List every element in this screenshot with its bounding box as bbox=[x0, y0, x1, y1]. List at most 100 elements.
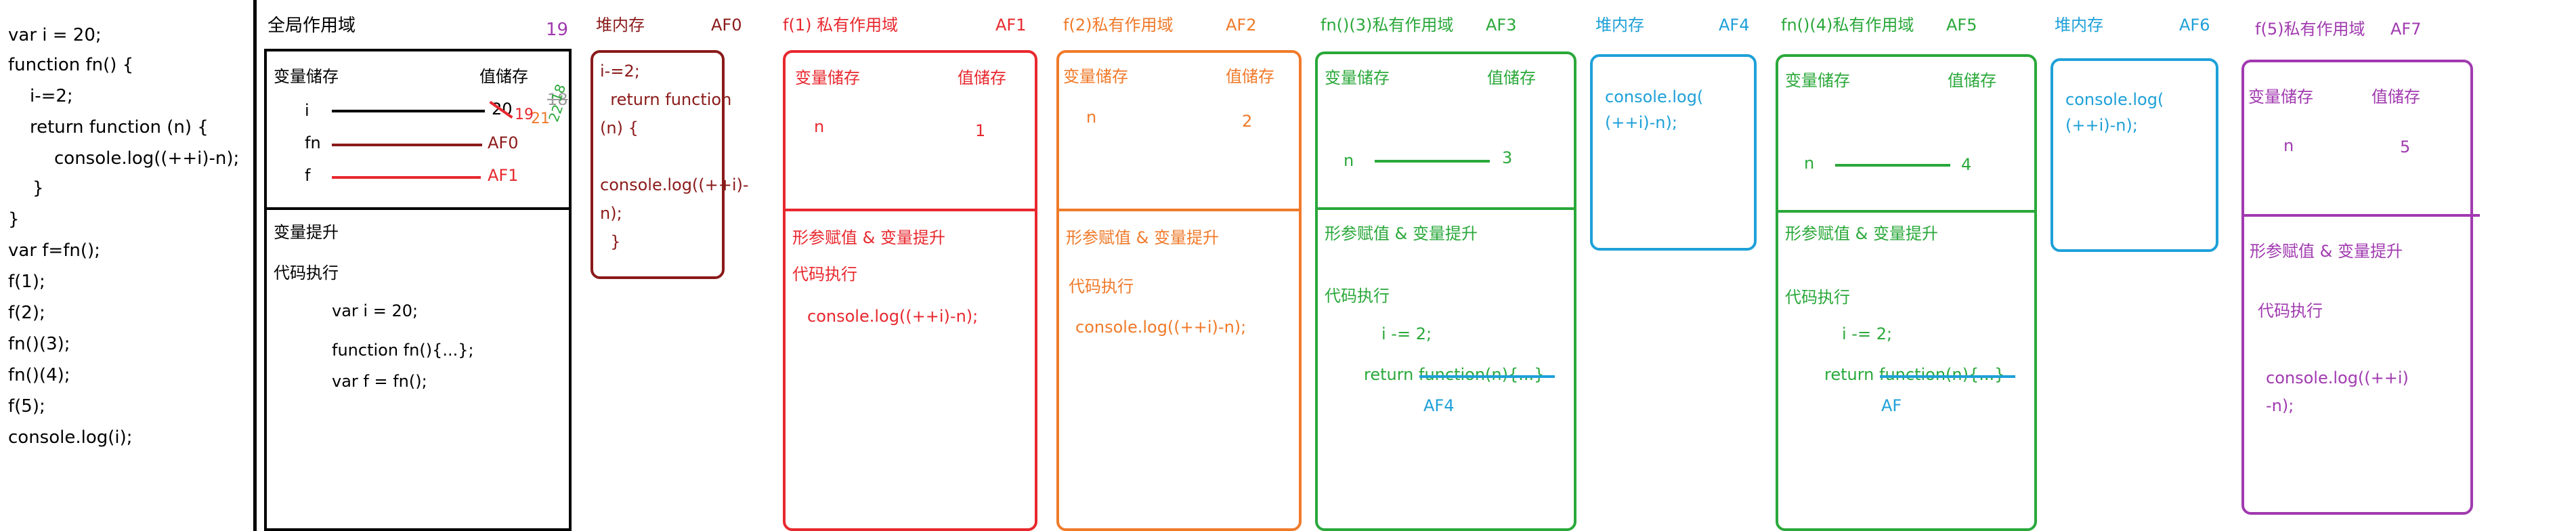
af3-scope-box bbox=[1315, 51, 1576, 531]
af3-hoist: 形参赋值 & 变量提升 bbox=[1325, 224, 1478, 243]
af7-var-store: 变量储存 bbox=[2248, 87, 2313, 106]
code-line: f(5); bbox=[8, 396, 45, 417]
af3-title: fn()(3)私有作用域 bbox=[1321, 16, 1454, 35]
af7-scope-box bbox=[2241, 60, 2473, 515]
af5-value: 4 bbox=[1961, 155, 1972, 174]
global-scope-box bbox=[264, 49, 572, 531]
code-line: f(2); bbox=[8, 303, 45, 323]
af2-divider bbox=[1056, 209, 1302, 211]
af3-strike bbox=[1419, 375, 1555, 378]
af5-var-store: 变量储存 bbox=[1785, 71, 1850, 90]
divider bbox=[253, 0, 257, 531]
code-line: i-=2; bbox=[30, 86, 73, 106]
af6-heap-box bbox=[2051, 58, 2218, 252]
af1-scope-box bbox=[783, 50, 1037, 531]
global-scope-number: 19 bbox=[546, 20, 569, 40]
af3-arrow bbox=[1375, 160, 1490, 163]
af0-label: 堆内存 bbox=[596, 16, 645, 35]
af2-exec: 代码执行 bbox=[1069, 277, 1134, 296]
af4-heap-box bbox=[1590, 54, 1757, 251]
af0-id: AF0 bbox=[711, 16, 742, 35]
af3-id: AF3 bbox=[1486, 16, 1517, 35]
af5-title: fn()(4)私有作用域 bbox=[1781, 16, 1914, 35]
af5-ref: AF bbox=[1881, 396, 1902, 415]
var-f: f bbox=[305, 166, 311, 185]
code-line: var i = 20; bbox=[8, 25, 102, 45]
af3-val-store: 值储存 bbox=[1487, 68, 1536, 87]
af2-var-store: 变量储存 bbox=[1063, 67, 1128, 86]
code-line: console.log(i); bbox=[8, 427, 133, 448]
af3-exec: 代码执行 bbox=[1325, 286, 1390, 305]
var-i: i bbox=[305, 101, 309, 120]
af1-title: f(1) 私有作用域 bbox=[783, 16, 899, 35]
code-line: f(1); bbox=[8, 272, 45, 292]
af7-code: console.log((++i) -n); bbox=[2266, 368, 2409, 415]
code-line: fn()(3); bbox=[8, 334, 70, 354]
af5-val-store: 值储存 bbox=[1948, 71, 1996, 90]
af1-hoist: 形参赋值 & 变量提升 bbox=[792, 228, 945, 247]
af7-id: AF7 bbox=[2390, 20, 2422, 39]
val-store-label: 值储存 bbox=[479, 67, 528, 86]
af2-val-store: 值储存 bbox=[1226, 67, 1274, 86]
af2-title: f(2)私有作用域 bbox=[1063, 16, 1174, 35]
af1-value: 1 bbox=[975, 121, 986, 140]
af5-scope-box bbox=[1776, 54, 2037, 531]
code-line: console.log((++i)-n); bbox=[54, 148, 240, 169]
af2-id: AF2 bbox=[1226, 16, 1257, 35]
af0-heap-box bbox=[591, 50, 725, 279]
arrow-fn bbox=[332, 144, 482, 146]
af4-id: AF4 bbox=[1719, 16, 1750, 35]
af1-id: AF1 bbox=[995, 16, 1027, 35]
af5-exec: 代码执行 bbox=[1785, 288, 1850, 307]
af7-hoist: 形参赋值 & 变量提升 bbox=[2250, 242, 2403, 261]
code-line: function fn() { bbox=[8, 55, 134, 75]
af7-var: n bbox=[2283, 136, 2294, 155]
af2-code: console.log((++i)-n); bbox=[1075, 318, 1247, 337]
exec-label: 代码执行 bbox=[274, 263, 339, 282]
code-line: } bbox=[33, 178, 44, 198]
af1-val-store: 值储存 bbox=[958, 68, 1006, 87]
af5-divider bbox=[1776, 210, 2037, 213]
af1-code: console.log((++i)-n); bbox=[807, 307, 979, 326]
af1-divider bbox=[783, 209, 1037, 211]
af1-var: n bbox=[814, 117, 825, 136]
code-line: } bbox=[8, 209, 20, 230]
af5-line1: i -= 2; bbox=[1842, 324, 1893, 343]
af5-arrow bbox=[1835, 164, 1950, 167]
af4-code: console.log( (++i)-n); bbox=[1605, 87, 1704, 133]
af7-value: 5 bbox=[2400, 137, 2411, 156]
af4-label: 堆内存 bbox=[1595, 16, 1644, 35]
af6-id: AF6 bbox=[2179, 16, 2210, 35]
value-fn: AF0 bbox=[488, 133, 519, 152]
hand-value: 21 bbox=[531, 110, 550, 127]
af1-var-store: 变量储存 bbox=[795, 68, 860, 87]
code-line: var f=fn(); bbox=[8, 240, 100, 261]
af3-line1: i -= 2; bbox=[1381, 324, 1432, 343]
af3-ref: AF4 bbox=[1423, 396, 1455, 415]
struck-value: 18 bbox=[547, 90, 568, 109]
af2-scope-box bbox=[1056, 50, 1302, 531]
hoist-label: 变量提升 bbox=[274, 223, 339, 242]
af5-line2: return function(n){...} bbox=[1824, 365, 2005, 384]
exec-line: function fn(){...}; bbox=[332, 341, 474, 360]
exec-line: var i = 20; bbox=[332, 301, 418, 320]
exec-line: var f = fn(); bbox=[332, 372, 427, 391]
af3-value: 3 bbox=[1502, 148, 1513, 167]
af2-var: n bbox=[1086, 108, 1097, 127]
af6-code: console.log( (++i)-n); bbox=[2065, 90, 2164, 135]
hand-value: 19 bbox=[515, 106, 534, 123]
af0-code: i-=2; return function (n) { console.log(… bbox=[600, 62, 749, 251]
af3-var: n bbox=[1344, 151, 1354, 170]
af7-divider bbox=[2241, 214, 2480, 217]
af5-var: n bbox=[1804, 154, 1815, 173]
value-f: AF1 bbox=[488, 166, 519, 185]
var-fn: fn bbox=[305, 133, 321, 152]
global-scope-divider bbox=[264, 207, 572, 210]
af2-value: 2 bbox=[1242, 112, 1253, 131]
arrow-i bbox=[332, 110, 485, 112]
af7-title: f(5)私有作用域 bbox=[2255, 20, 2365, 39]
af5-id: AF5 bbox=[1946, 16, 1977, 35]
var-store-label: 变量储存 bbox=[274, 67, 339, 86]
af7-val-store: 值储存 bbox=[2371, 87, 2420, 106]
af3-line2: return function(n){...} bbox=[1364, 365, 1545, 384]
